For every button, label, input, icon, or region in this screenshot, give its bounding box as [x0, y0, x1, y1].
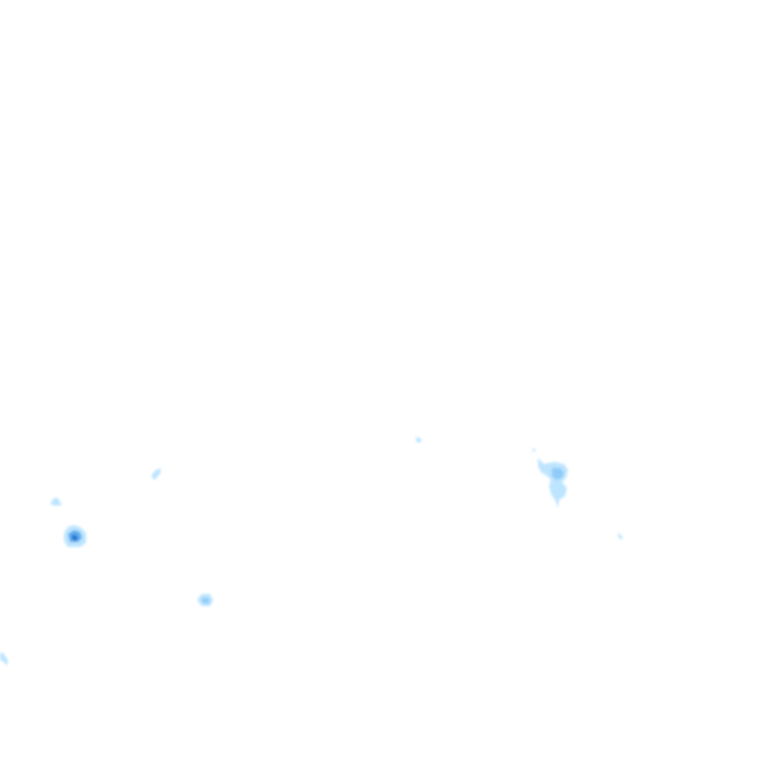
precip-cell-74-538-core [72, 535, 78, 541]
precip-cell-418-440 [416, 437, 422, 443]
precip-cell-156-474 [152, 468, 161, 480]
precip-speck-534-450 [532, 448, 536, 452]
precip-cell-620-537 [618, 533, 623, 539]
precip-cell-3-658 [0, 652, 8, 666]
precip-cell-555-480 [538, 458, 568, 508]
precip-cell-555-480-inner [552, 468, 564, 480]
precip-cell-56-501 [50, 498, 62, 506]
precip-cell-205-600-inner [202, 598, 210, 604]
